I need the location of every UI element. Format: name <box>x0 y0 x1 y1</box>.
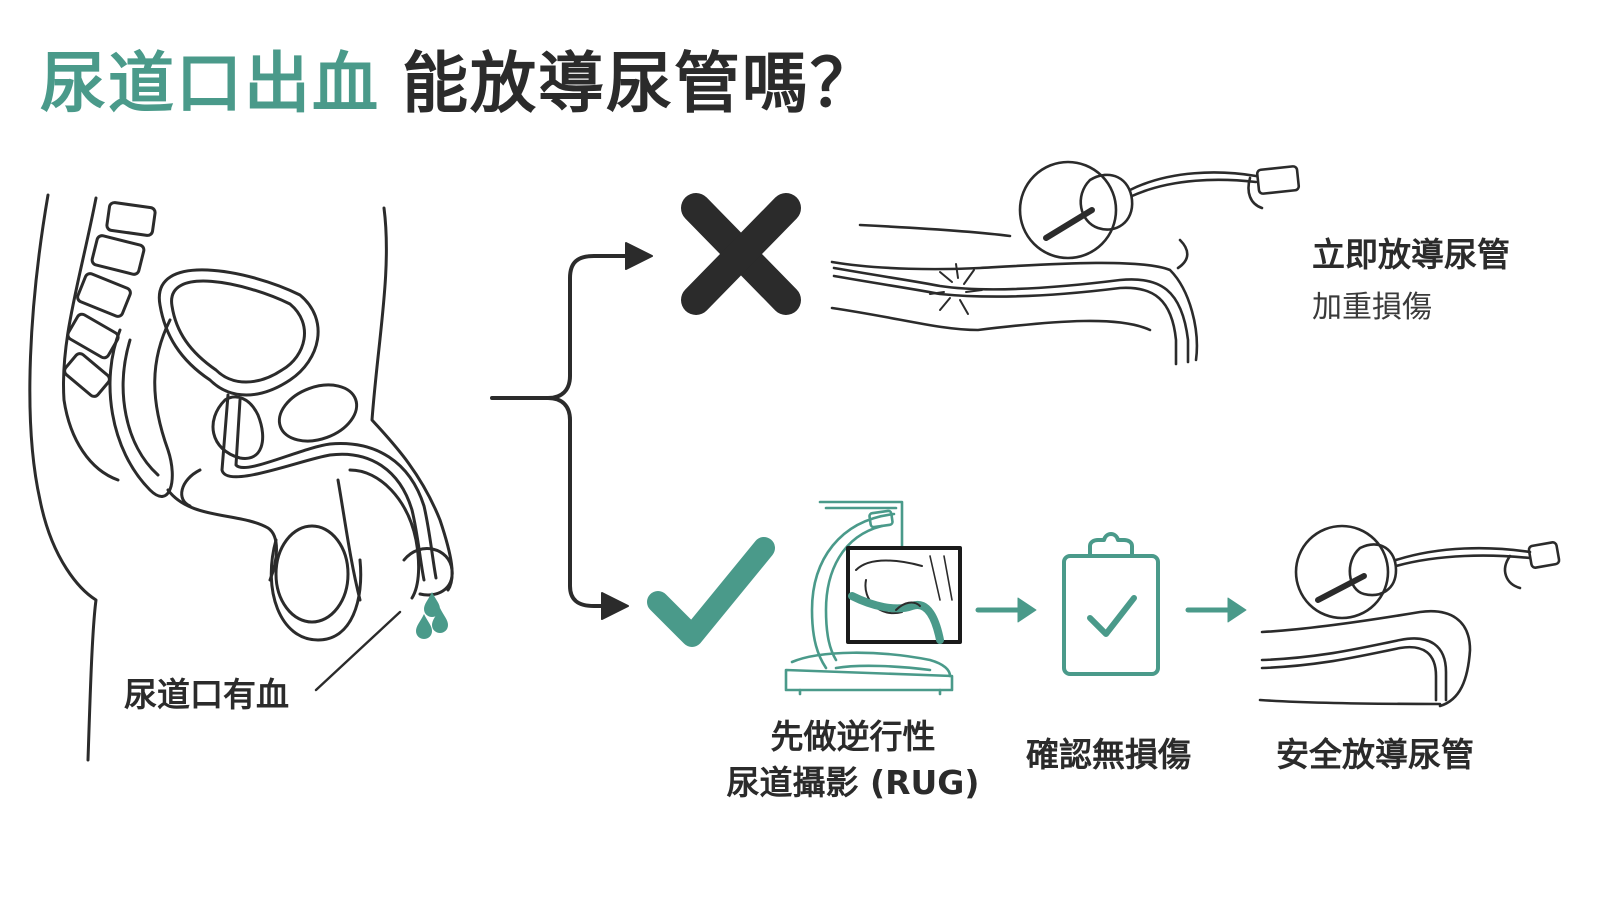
fluoroscopy-machine-illustration <box>784 500 954 696</box>
clipboard-check-icon <box>1062 532 1160 676</box>
label-rug-line2: 尿道攝影 (RUG) <box>726 763 980 802</box>
xray-image-panel <box>846 546 962 644</box>
check-icon <box>647 537 775 647</box>
arrow-right-icon <box>975 597 1037 623</box>
catheter-safe-illustration <box>1258 524 1561 708</box>
arrow-right-icon <box>601 592 629 620</box>
arrow-right-icon <box>625 242 653 270</box>
catheter-injury-illustration <box>830 160 1301 366</box>
blood-drops-icon <box>416 592 448 639</box>
label-rug-line1: 先做逆行性 <box>770 717 936 756</box>
label-rug: 先做逆行性 尿道攝影 (RUG) <box>722 714 984 806</box>
title-rest: 能放導尿管嗎？ <box>402 45 878 122</box>
label-urethral-blood: 尿道口有血 <box>124 675 289 714</box>
label-worsen-injury: 加重損傷 <box>1312 290 1432 325</box>
label-confirm-no-injury: 確認無損傷 <box>1026 735 1191 774</box>
arrow-right-icon <box>1185 597 1247 623</box>
label-safe-catheter: 安全放導尿管 <box>1276 735 1474 774</box>
pelvis-anatomy-illustration <box>28 193 454 762</box>
cross-icon <box>681 193 801 315</box>
branch-connector <box>490 254 630 608</box>
label-immediate-catheter: 立即放導尿管 <box>1312 235 1510 274</box>
page-title: 尿道口出血能放導尿管嗎？ <box>40 30 878 126</box>
title-accent: 尿道口出血 <box>40 45 380 122</box>
injury-burst-icon <box>929 263 983 315</box>
